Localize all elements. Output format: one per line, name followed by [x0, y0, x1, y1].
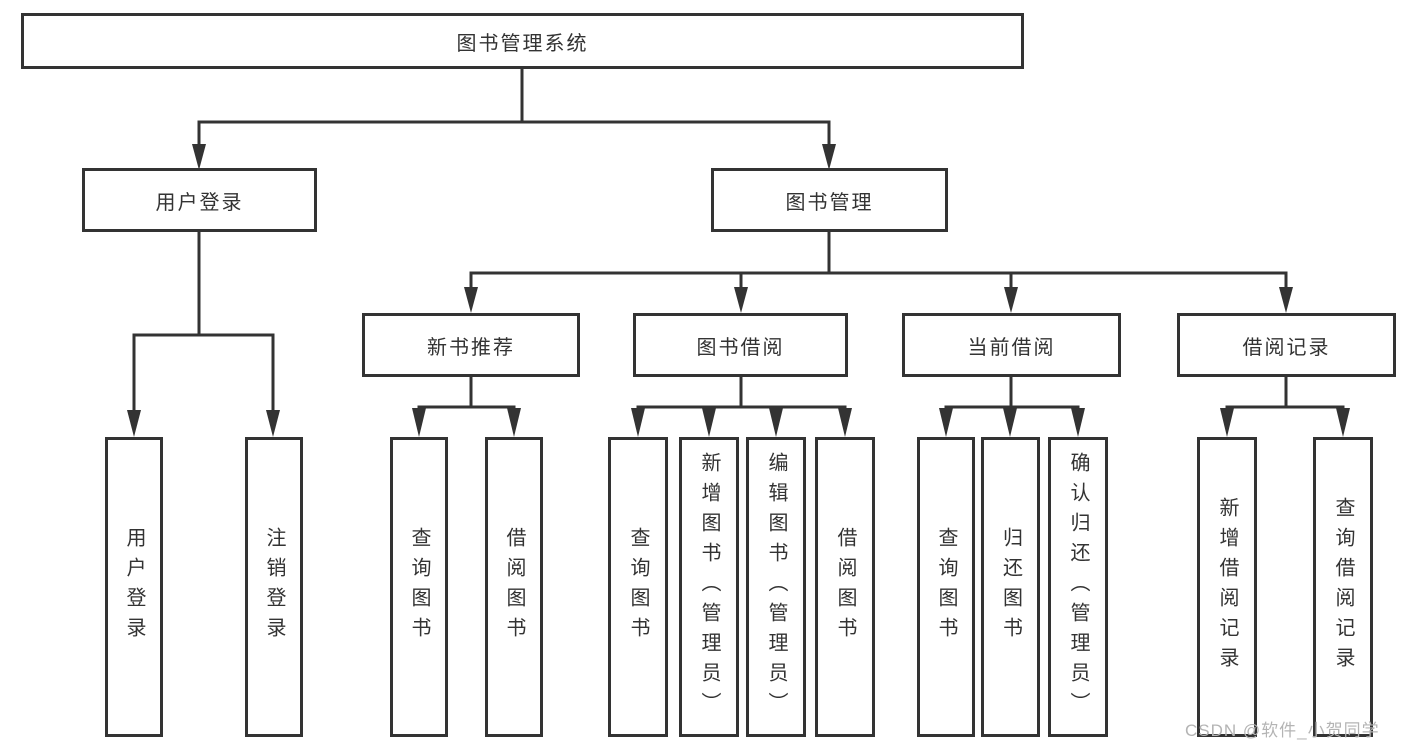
leaf-label: 确认归还（管理员） [1067, 452, 1089, 722]
leaf-query-books-borrow: 查询图书 [608, 437, 668, 737]
leaf-add-borrow-record: 新增借阅记录 [1197, 437, 1257, 737]
leaf-edit-books-admin: 编辑图书（管理员） [746, 437, 806, 737]
node-label: 图书借阅 [696, 336, 785, 359]
node-label: 用户登录 [155, 191, 244, 214]
leaf-label: 查询借阅记录 [1332, 497, 1354, 677]
node-label: 新书推荐 [427, 336, 515, 359]
node-book-management: 图书管理 [711, 168, 948, 232]
node-new-book-recommend: 新书推荐 [362, 313, 580, 377]
arrowhead [507, 408, 521, 437]
leaf-query-books-current: 查询图书 [917, 437, 975, 737]
node-book-borrow: 图书借阅 [633, 313, 848, 377]
arrowhead [266, 410, 280, 437]
arrowhead [734, 287, 748, 313]
arrowhead [939, 408, 953, 437]
arrowhead [127, 410, 141, 437]
arrowhead [769, 408, 783, 437]
leaf-label: 查询图书 [408, 527, 430, 647]
arrowhead [1004, 287, 1018, 313]
leaf-confirm-return-admin: 确认归还（管理员） [1048, 437, 1108, 737]
arrowhead [631, 408, 645, 437]
arrowhead [1220, 408, 1234, 437]
connector-new-book-to-leaves [412, 377, 521, 437]
leaf-logout: 注销登录 [245, 437, 303, 737]
arrowhead [1003, 408, 1017, 437]
leaf-user-login: 用户登录 [105, 437, 163, 737]
leaf-query-books-new-book: 查询图书 [390, 437, 448, 737]
leaf-label: 查询图书 [627, 527, 649, 647]
leaf-label: 编辑图书（管理员） [765, 452, 787, 722]
leaf-label: 用户登录 [123, 527, 145, 647]
connector-borrow-records-to-leaves [1220, 377, 1350, 437]
arrowhead [1336, 408, 1350, 437]
watermark-text: CSDN @软件_小贺同学 [1185, 721, 1380, 740]
arrowhead [1279, 287, 1293, 313]
leaf-return-books: 归还图书 [981, 437, 1040, 737]
arrowhead [192, 144, 206, 170]
leaf-borrow-books-new-book: 借阅图书 [485, 437, 543, 737]
arrowhead [822, 144, 836, 170]
leaf-label: 借阅图书 [834, 527, 856, 647]
arrowhead [412, 408, 426, 437]
node-user-login: 用户登录 [82, 168, 317, 232]
leaf-label: 注销登录 [263, 527, 285, 647]
connector-book-borrow-to-leaves [631, 375, 852, 437]
arrowhead [702, 408, 716, 437]
connector-root-to-level2 [192, 69, 836, 170]
leaf-label: 查询图书 [935, 527, 957, 647]
leaf-label: 新增图书（管理员） [698, 452, 720, 722]
connector-book-management-to-level3 [464, 232, 1293, 313]
connector-current-borrow-to-leaves [939, 377, 1085, 437]
leaf-label: 新增借阅记录 [1216, 497, 1238, 677]
node-label: 图书管理 [785, 191, 874, 214]
leaf-label: 借阅图书 [503, 527, 525, 647]
node-current-borrow: 当前借阅 [902, 313, 1121, 377]
arrowhead [464, 287, 478, 313]
leaf-add-books-admin: 新增图书（管理员） [679, 437, 739, 737]
leaf-label: 归还图书 [999, 527, 1022, 647]
leaf-borrow-books-borrow: 借阅图书 [815, 437, 875, 737]
node-label: 图书管理系统 [456, 32, 589, 55]
leaf-query-borrow-record: 查询借阅记录 [1313, 437, 1373, 737]
node-label: 借阅记录 [1242, 336, 1331, 359]
node-borrow-records: 借阅记录 [1177, 313, 1396, 377]
arrowhead [838, 408, 852, 437]
connector-user-login-to-leaves [127, 232, 280, 437]
node-root: 图书管理系统 [21, 13, 1024, 69]
node-label: 当前借阅 [967, 336, 1056, 359]
arrowhead [1071, 408, 1085, 437]
